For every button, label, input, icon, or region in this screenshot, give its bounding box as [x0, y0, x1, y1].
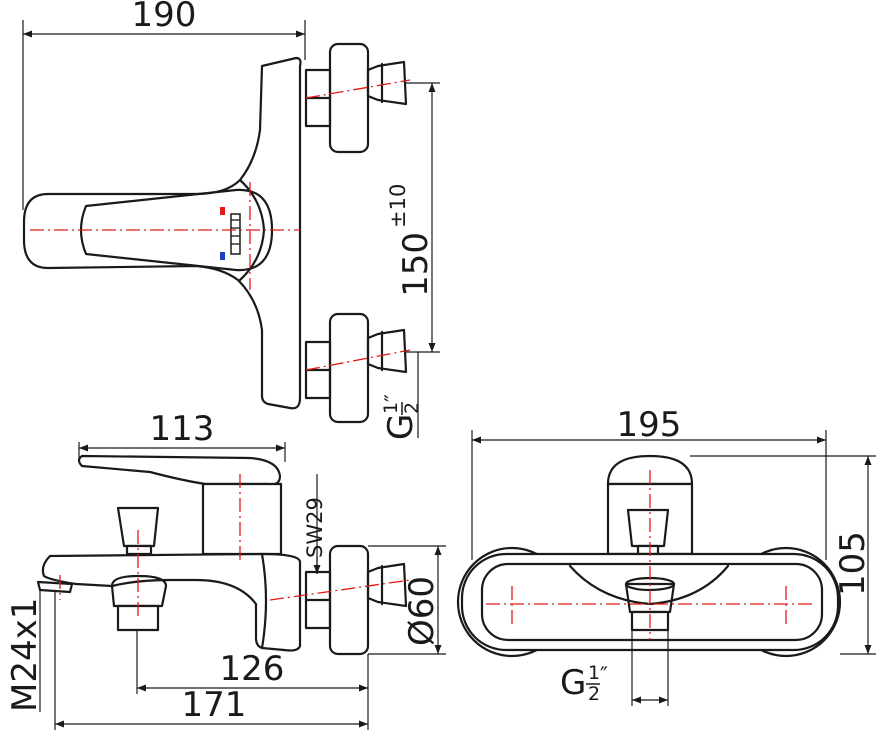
dim-diameter-label: Ø60: [402, 576, 442, 646]
dim-126: 126: [136, 630, 369, 694]
hot-cold-indicator: [220, 207, 241, 260]
top-eccentric-lower: [304, 312, 408, 424]
dim-171-label: 171: [182, 685, 247, 725]
front-view: 195 105: [456, 405, 876, 706]
front-body-inner: [480, 562, 824, 642]
dim-sw29: SW29: [303, 474, 327, 574]
dim-195-label: 195: [617, 405, 682, 445]
side-view: 113: [5, 409, 446, 730]
dim-150-tolerance: ±10: [386, 184, 410, 228]
thread-front-letter: G: [560, 663, 586, 703]
hot-mark: [220, 207, 225, 215]
svg-text:150: 150: [396, 232, 436, 297]
dim-m24: M24x1: [5, 590, 45, 712]
dim-150: 150 ±10: [386, 82, 440, 353]
dim-113: 113: [78, 409, 286, 462]
thread-front-den: 2: [588, 683, 600, 705]
lever-top-outline: [22, 56, 302, 410]
thread-label-front: G 1 2 ″: [560, 630, 669, 706]
dim-150-label: 150: [396, 232, 436, 297]
thread-label-top: G 1 2 ″: [380, 352, 423, 440]
side-diverter-knob: [116, 506, 160, 556]
dim-105: 105: [690, 455, 876, 655]
thread-top-letter: G: [381, 414, 421, 440]
thread-front-num: 1: [588, 662, 600, 684]
side-eccentric: [304, 544, 408, 656]
top-eccentric-upper: [304, 42, 408, 154]
dim-diameter: Ø60: [368, 545, 446, 655]
dim-105-label: 105: [833, 531, 873, 596]
side-outlet: [36, 580, 74, 594]
dim-m24-label: M24x1: [5, 598, 45, 712]
dim-sw29-label: SW29: [303, 497, 327, 558]
side-body-curve: [260, 552, 268, 650]
side-lever: [77, 454, 282, 486]
thread-top-den: 2: [401, 402, 423, 414]
lever-top-inner: [79, 188, 274, 272]
side-main-body: [41, 552, 302, 652]
cold-mark: [220, 252, 225, 260]
thread-front-mark: ″: [600, 663, 608, 687]
dim-126-label: 126: [220, 649, 285, 689]
top-view: 190: [22, 0, 440, 440]
thread-top-num: 1: [380, 402, 402, 414]
thread-top-mark: ″: [381, 394, 405, 402]
dim-195: 195: [471, 405, 827, 560]
dim-190-label: 190: [132, 0, 197, 35]
side-cartridge-body: [201, 482, 283, 556]
dim-171: 171: [54, 590, 369, 730]
dim-113-label: 113: [150, 409, 215, 449]
dim-190: 190: [22, 0, 306, 210]
